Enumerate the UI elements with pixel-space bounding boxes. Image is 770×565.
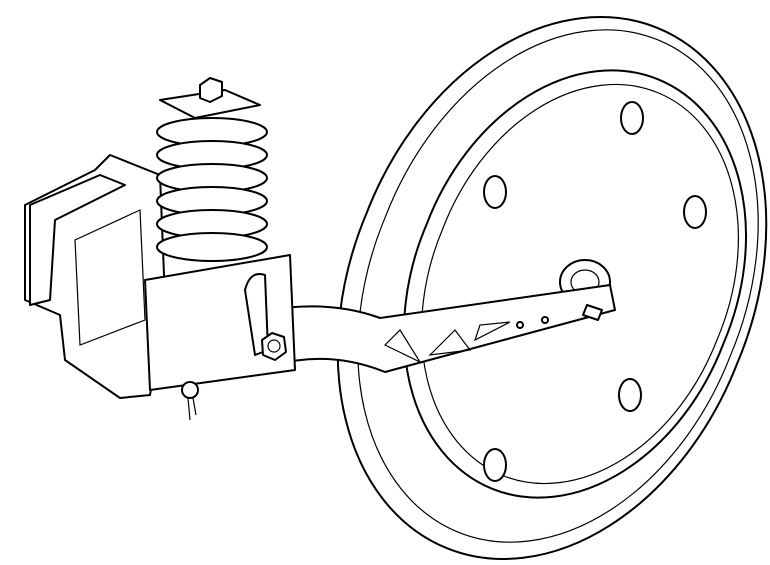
bolt-hole: [618, 378, 642, 412]
arm-hole: [541, 316, 549, 324]
bolt-end: [267, 339, 281, 353]
bolt-hole: [620, 101, 644, 135]
tire-bead: [357, 29, 759, 543]
bolt-hole: [483, 175, 507, 209]
pivot-block: [144, 254, 296, 391]
bolt: [261, 332, 287, 361]
top-nut: [199, 77, 223, 103]
coil-spring: [156, 77, 268, 262]
pin-legs: [187, 397, 197, 421]
pin-head: [181, 381, 199, 399]
pivot-arm: [269, 284, 616, 373]
pivot-bolt-nut: [261, 332, 287, 361]
arm-truss: [383, 321, 511, 364]
spring-coil: [156, 232, 268, 262]
gauge-wheel: [336, 16, 768, 560]
mounting-bracket: [24, 154, 296, 399]
cotter-pin: [181, 381, 199, 421]
arm-body: [269, 284, 616, 373]
bolt-hole: [483, 448, 507, 482]
bracket-window: [74, 209, 146, 346]
bracket-handle: [29, 174, 126, 306]
rim-inner: [421, 83, 739, 485]
arm-hole: [516, 321, 524, 329]
bolt-hole: [683, 195, 707, 229]
grease-fitting: [582, 304, 603, 321]
